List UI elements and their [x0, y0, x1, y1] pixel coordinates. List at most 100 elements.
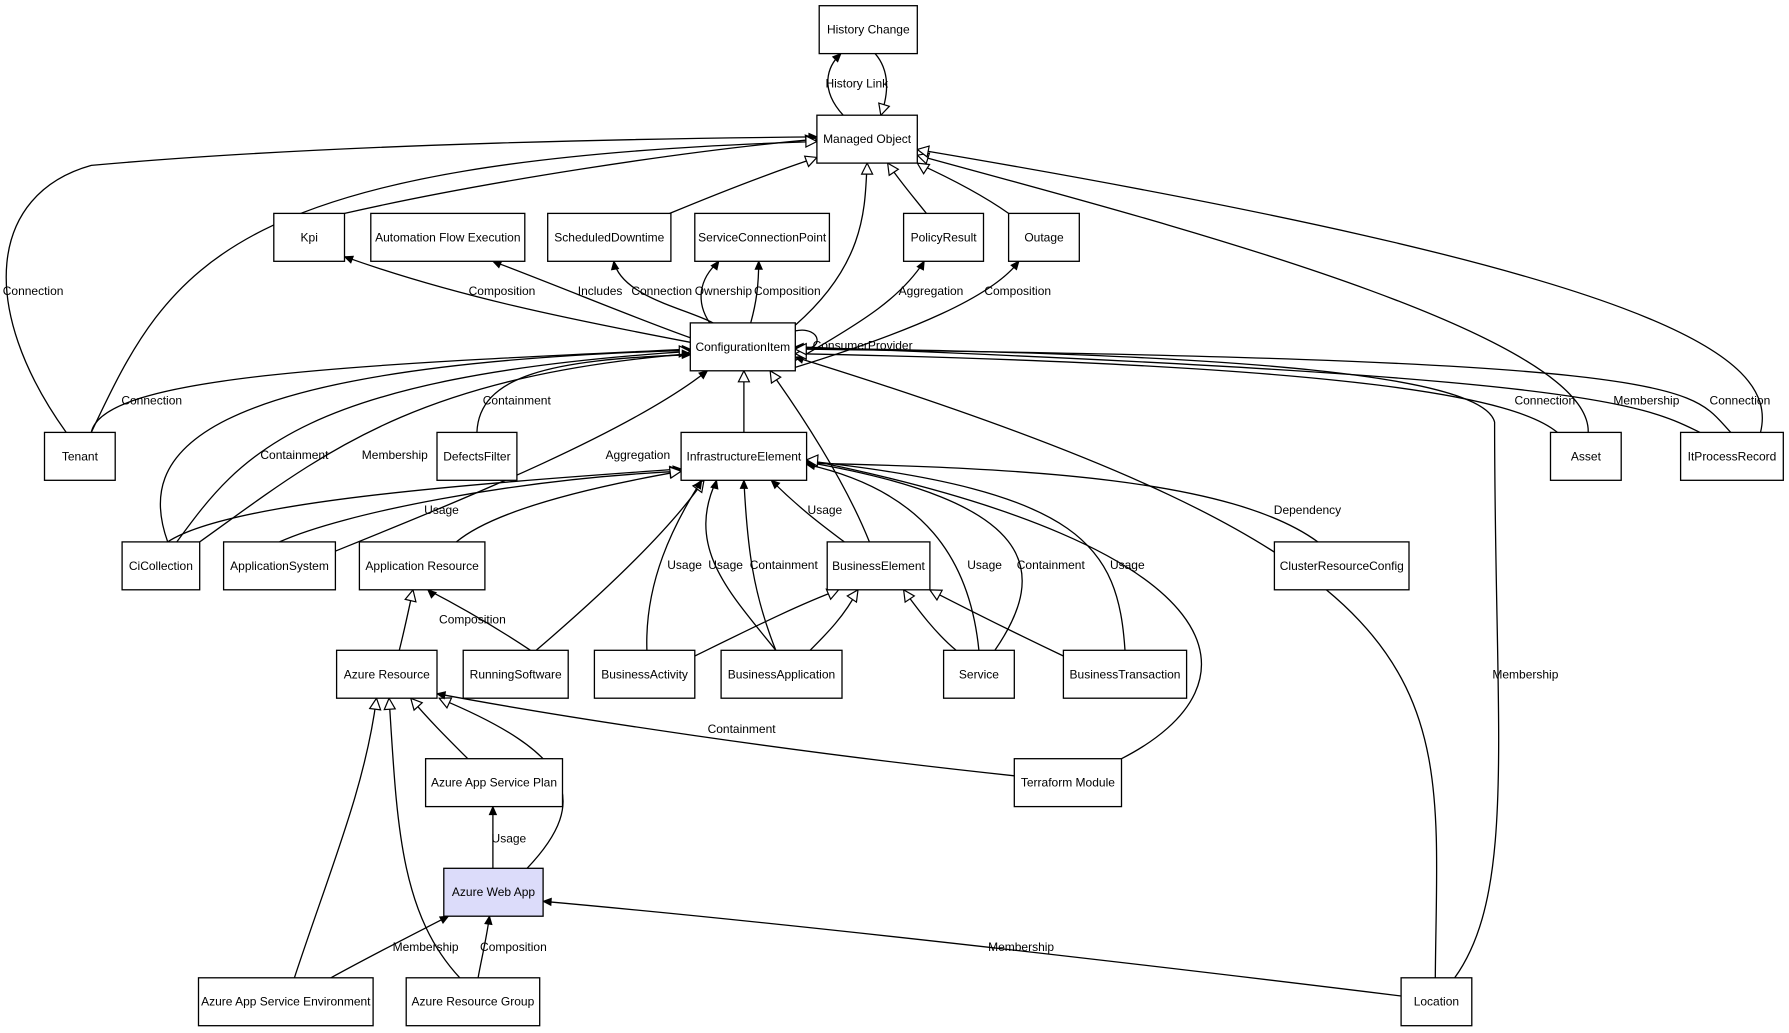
inheritance-arrowhead [878, 102, 891, 117]
inheritance-arrowhead [846, 588, 859, 604]
edge-configurationitem-to-kpi: Composition [343, 255, 691, 343]
node-history-change[interactable]: History Change [818, 5, 918, 55]
node-azure-app-service-plan[interactable]: Azure App Service Plan [424, 758, 564, 808]
node-applicationsystem[interactable]: ApplicationSystem [222, 541, 337, 591]
node-configurationitem[interactable]: ConfigurationItem [689, 322, 796, 372]
edge-label: Containment [1017, 558, 1086, 572]
edge-configurationitem-to-serviceconnectionpoint: Composition [750, 260, 821, 324]
node-box [358, 541, 486, 591]
inheritance-arrowhead [803, 155, 819, 168]
node-tenant[interactable]: Tenant [43, 431, 116, 481]
node-box [826, 541, 931, 591]
node-label: Azure Resource Group [412, 995, 535, 1009]
edge-history-change-to-managed-object [874, 53, 891, 117]
association-arrowhead [770, 479, 781, 490]
edge-infrastructureelement-to-configurationitem [737, 369, 751, 433]
node-location[interactable]: Location [1400, 977, 1473, 1027]
node-label: Kpi [301, 230, 318, 244]
node-box [436, 431, 518, 481]
node-businesselement[interactable]: BusinessElement [826, 541, 931, 591]
edge-line [795, 353, 1558, 433]
node-label: RunningSoftware [470, 667, 562, 681]
edge-azure-resource-group-to-azure-resource [383, 696, 461, 979]
association-arrowhead [484, 914, 493, 926]
node-azure-resource[interactable]: Azure Resource [335, 649, 438, 699]
node-label: Automation Flow Execution [375, 230, 520, 244]
edge-line [806, 462, 1319, 543]
association-arrowhead [710, 260, 720, 271]
inheritance-arrowhead [368, 696, 382, 711]
inheritance-arrowhead [737, 369, 751, 383]
node-automation-flow-execution[interactable]: Automation Flow Execution [370, 212, 526, 262]
association-arrowhead [438, 915, 450, 924]
edge-policyresult-to-managed-object [886, 162, 927, 214]
node-azure-web-app[interactable]: Azure Web App [443, 867, 544, 917]
node-label: Azure Web App [452, 885, 535, 899]
edge-line [669, 156, 818, 215]
inheritance-arrowhead [916, 162, 931, 175]
edge-label: Connection [1710, 394, 1771, 408]
node-outage[interactable]: Outage [1007, 212, 1080, 262]
edge-line [427, 589, 531, 651]
inheritance-arrowhead [404, 588, 417, 603]
node-managed-object[interactable]: Managed Object [816, 114, 918, 164]
edge-clusterresourceconfig-to-infrastructureelement: Dependency [805, 458, 1341, 543]
edge-line [795, 356, 1438, 978]
node-clusterresourceconfig[interactable]: ClusterResourceConfig [1273, 541, 1410, 591]
node-scheduleddowntime[interactable]: ScheduledDowntime [547, 212, 672, 262]
node-businessactivity[interactable]: BusinessActivity [593, 649, 696, 699]
node-businessapplication[interactable]: BusinessApplication [720, 649, 843, 699]
edge-label: Containment [260, 448, 329, 462]
node-azure-app-service-environment[interactable]: Azure App Service Environment [197, 977, 374, 1027]
edge-label: Usage [708, 558, 743, 572]
edge-businessapplication-to-businesselement [809, 588, 859, 651]
inheritance-arrowhead [409, 697, 424, 712]
edge-label: Membership [362, 448, 428, 462]
node-runningsoftware[interactable]: RunningSoftware [462, 649, 569, 699]
association-arrowhead [739, 479, 749, 489]
edge-label: Connection [121, 394, 182, 408]
node-label: BusinessActivity [601, 667, 688, 681]
node-label: BusinessApplication [728, 667, 835, 681]
edge-line [795, 346, 1701, 433]
node-terraform-module[interactable]: Terraform Module [1013, 758, 1123, 808]
edge-scheduleddowntime-to-managed-object [669, 155, 819, 215]
node-defectsfilter[interactable]: DefectsFilter [436, 431, 518, 481]
edge-terraform-module-to-infrastructureelement [805, 454, 1202, 760]
edge-line [806, 463, 980, 651]
edge-businessactivity-to-infrastructureelement: Usage [646, 479, 703, 651]
node-box [680, 431, 808, 481]
node-azure-resource-group[interactable]: Azure Resource Group [405, 977, 541, 1027]
edge-label: Usage [1110, 558, 1145, 572]
node-serviceconnectionpoint[interactable]: ServiceConnectionPoint [694, 212, 831, 262]
inheritance-arrowhead [916, 145, 930, 158]
edge-line [806, 459, 1202, 760]
edge-azure-app-service-environment-to-azure-resource [293, 696, 382, 979]
inheritance-arrowhead [860, 161, 874, 175]
edge-azure-resource-to-application-resource [398, 588, 417, 651]
edge-kpi-to-managed-object [344, 134, 819, 215]
edge-line [795, 347, 1500, 979]
edge-line [795, 348, 1732, 433]
node-application-resource[interactable]: Application Resource [358, 541, 486, 591]
node-itprocessrecord[interactable]: ItProcessRecord [1679, 431, 1784, 481]
association-arrowhead [681, 350, 692, 360]
node-label: BusinessElement [832, 559, 925, 573]
association-arrowhead [693, 479, 703, 490]
node-box [816, 114, 918, 164]
node-cicollection[interactable]: CiCollection [121, 541, 201, 591]
node-businesstransaction[interactable]: BusinessTransaction [1062, 649, 1188, 699]
node-label: BusinessTransaction [1070, 667, 1181, 681]
edge-line [279, 470, 682, 543]
edge-label: Connection [1514, 394, 1575, 408]
node-policyresult[interactable]: PolicyResult [902, 212, 985, 262]
node-asset[interactable]: Asset [1549, 431, 1622, 481]
inheritance-arrowhead [805, 454, 819, 467]
edge-itprocessrecord-to-managed-object [916, 145, 1763, 433]
node-infrastructureelement[interactable]: InfrastructureElement [680, 431, 808, 481]
node-label: CiCollection [129, 559, 193, 573]
node-kpi[interactable]: Kpi [273, 212, 346, 262]
node-service[interactable]: Service [942, 649, 1015, 699]
